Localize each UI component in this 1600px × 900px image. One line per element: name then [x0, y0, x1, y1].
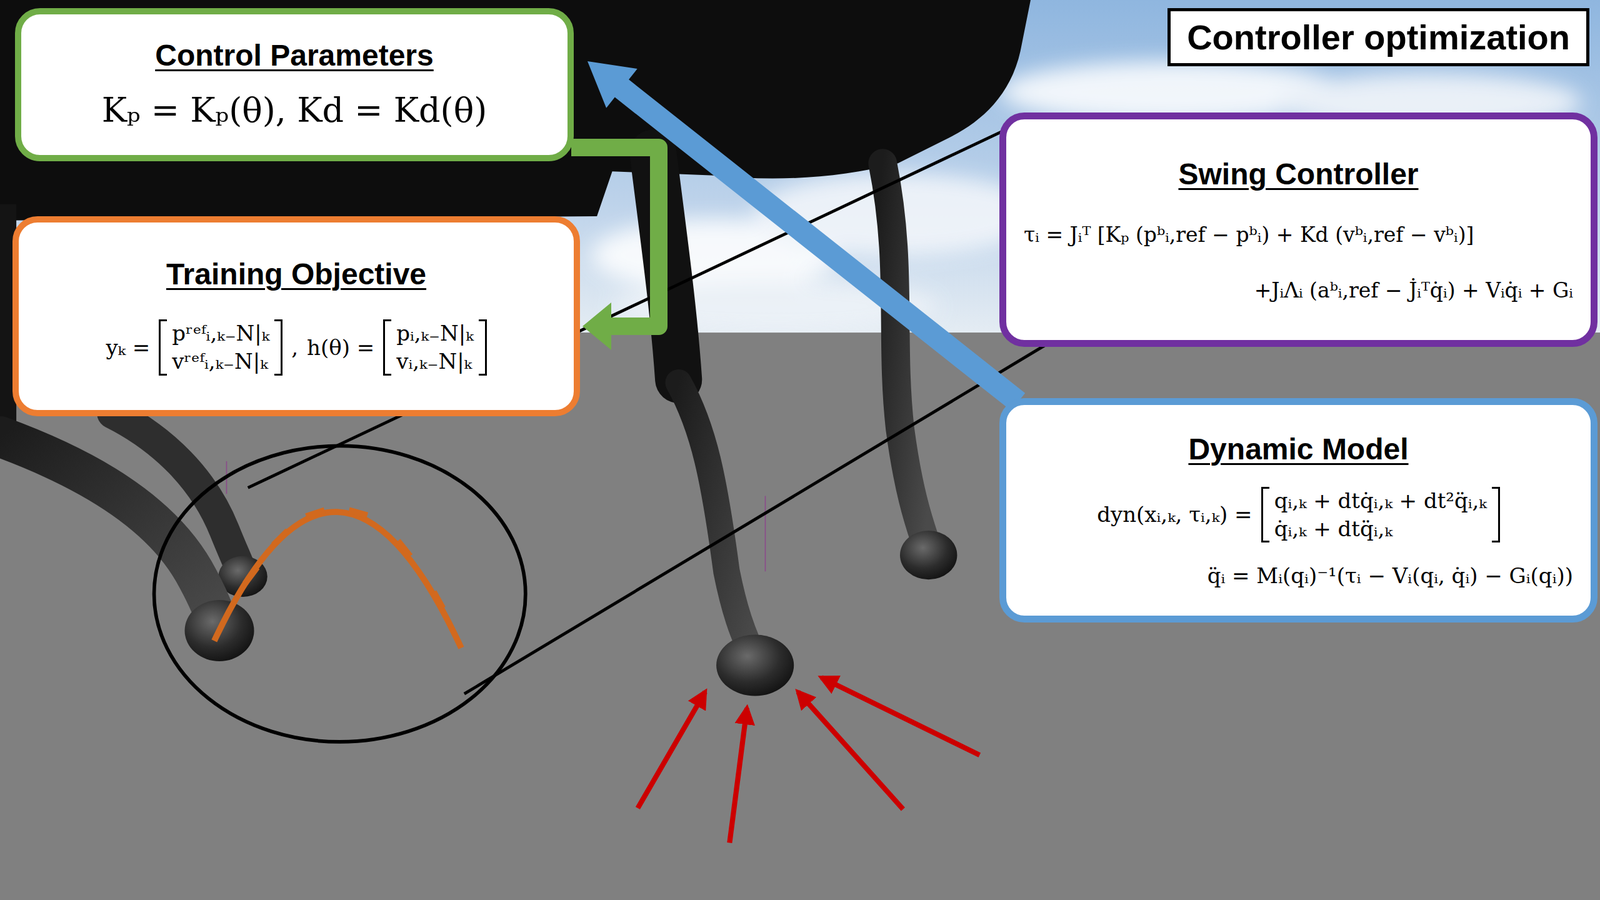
- text-row: q̈ᵢ = Mᵢ(qᵢ)⁻¹(τᵢ − Vᵢ(qᵢ, q̇ᵢ) − Gᵢ(qᵢ)…: [1207, 563, 1574, 589]
- text-row: yₖ = pʳᵉᶠᵢ,ₖ₋N|ₖvʳᵉᶠᵢ,ₖ₋N|ₖ, h(θ) = pᵢ,ₖ₋N|…: [105, 319, 487, 376]
- matrix-column: pʳᵉᶠᵢ,ₖ₋N|ₖvʳᵉᶠᵢ,ₖ₋N|ₖ: [166, 319, 275, 376]
- trajectory-step: [348, 510, 367, 515]
- trajectory-step: [433, 591, 444, 609]
- formula-text: dyn(xᵢ,ₖ, τᵢ,ₖ) =: [1096, 501, 1252, 528]
- formula-text: h(θ) =: [306, 335, 375, 361]
- connector-shaft: [571, 147, 659, 327]
- title-box: Controller optimization: [1167, 8, 1590, 67]
- trajectory-step: [306, 510, 325, 517]
- formula-text: τᵢ = Jᵢᵀ [Kₚ (pᵇᵢ,ref − pᵇᵢ) + Kd (vᵇᵢ,r…: [1023, 222, 1474, 248]
- text-row: τᵢ = Jᵢᵀ [Kₚ (pᵇᵢ,ref − pᵇᵢ) + Kd (vᵇᵢ,r…: [1023, 222, 1474, 248]
- matrix-bracket: [478, 319, 487, 376]
- text-row: dyn(xᵢ,ₖ, τᵢ,ₖ) = qᵢ,ₖ + dtq̇ᵢ,ₖ + dt²q̈ᵢ…: [1096, 486, 1500, 544]
- matrix-bracket: [1491, 486, 1500, 544]
- process-box: Swing Controller τᵢ = Jᵢᵀ [Kₚ (pᵇᵢ,ref − …: [999, 112, 1598, 347]
- formula-text: pʳᵉᶠᵢ,ₖ₋N|ₖ: [171, 320, 270, 347]
- formula-text: vᵢ,ₖ₋N|ₖ: [396, 348, 474, 375]
- block-arrow: [587, 61, 1025, 411]
- box-heading: Training Objective: [166, 256, 427, 292]
- formula-text: yₖ =: [105, 335, 150, 361]
- matrix-bracket: [274, 319, 283, 376]
- arrowhead: [582, 302, 612, 350]
- matrix-column: pᵢ,ₖ₋N|ₖvᵢ,ₖ₋N|ₖ: [391, 319, 479, 376]
- process-box: Training Objective yₖ = pʳᵉᶠᵢ,ₖ₋N|ₖvʳᵉᶠᵢ,ₖ…: [12, 216, 580, 417]
- matrix-bracket: [1261, 486, 1270, 544]
- robot-shin: [678, 382, 752, 651]
- process-box: Control Parameters Kₚ = Kₚ(θ), Kd = Kd(θ): [15, 8, 574, 162]
- matrix: pᵢ,ₖ₋N|ₖvᵢ,ₖ₋N|ₖ: [383, 319, 487, 376]
- formula-text: +JᵢΛᵢ (aᵇᵢ,ref − J̇ᵢᵀq̇ᵢ) + Vᵢq̇ᵢ + Gᵢ: [1254, 278, 1574, 304]
- connector-arrow: [587, 61, 1025, 411]
- matrix: qᵢ,ₖ + dtq̇ᵢ,ₖ + dt²q̈ᵢ,ₖq̇ᵢ,ₖ + dtq̈ᵢ,ₖ: [1261, 486, 1500, 544]
- matrix-bracket: [158, 319, 167, 376]
- formula-text: q̈ᵢ = Mᵢ(qᵢ)⁻¹(τᵢ − Vᵢ(qᵢ, q̇ᵢ) − Gᵢ(qᵢ)…: [1207, 563, 1574, 589]
- trajectory-step: [273, 530, 289, 545]
- formula-text: ,: [291, 335, 299, 361]
- formula-text: Kₚ = Kₚ(θ), Kd = Kd(θ): [101, 90, 487, 132]
- debug-line: [765, 495, 767, 572]
- sky: [0, 0, 1600, 333]
- formula-text: qᵢ,ₖ + dtq̇ᵢ,ₖ + dt²q̈ᵢ,ₖ: [1274, 488, 1487, 514]
- matrix-column: qᵢ,ₖ + dtq̇ᵢ,ₖ + dt²q̈ᵢ,ₖq̇ᵢ,ₖ + dtq̈ᵢ,ₖ: [1269, 486, 1492, 544]
- trajectory-step: [398, 540, 411, 556]
- contact-force-arrows: [637, 677, 980, 843]
- matrix-bracket: [383, 319, 392, 376]
- robot-foot: [716, 635, 794, 697]
- matrix: pʳᵉᶠᵢ,ₖ₋N|ₖvʳᵉᶠᵢ,ₖ₋N|ₖ: [158, 319, 283, 376]
- text-row: Kₚ = Kₚ(θ), Kd = Kd(θ): [101, 90, 487, 132]
- text-row: Dynamic Model: [1188, 431, 1409, 467]
- robot-shin: [0, 436, 217, 621]
- force-arrow: [729, 708, 747, 844]
- box-heading: Swing Controller: [1178, 156, 1419, 192]
- formula-text: q̇ᵢ,ₖ + dtq̈ᵢ,ₖ: [1274, 516, 1487, 542]
- ground: [0, 332, 1600, 900]
- box-heading: Control Parameters: [155, 38, 434, 73]
- text-row: Training Objective: [166, 256, 427, 292]
- formula-text: vʳᵉᶠᵢ,ₖ₋N|ₖ: [171, 348, 270, 375]
- trajectory-step: [245, 567, 258, 584]
- swing-trajectory: [214, 511, 462, 649]
- diagram-title: Controller optimization: [1186, 17, 1570, 57]
- process-box: Dynamic Model dyn(xᵢ,ₖ, τᵢ,ₖ) = qᵢ,ₖ + dtq…: [999, 398, 1598, 623]
- box-heading: Dynamic Model: [1188, 431, 1409, 467]
- text-row: Swing Controller: [1178, 156, 1419, 192]
- robot-foot: [900, 530, 957, 580]
- connector-arrow: [571, 147, 659, 350]
- force-arrow: [821, 677, 980, 755]
- zoom-ellipse: [154, 445, 526, 742]
- formula-text: pᵢ,ₖ₋N|ₖ: [396, 320, 474, 347]
- text-row: Control Parameters: [155, 38, 434, 73]
- trajectory-steps: [245, 510, 444, 609]
- text-row: +JᵢΛᵢ (aᵇᵢ,ref − J̇ᵢᵀq̇ᵢ) + Vᵢq̇ᵢ + Gᵢ: [1254, 278, 1574, 304]
- force-arrow: [637, 691, 705, 809]
- robot-shin: [882, 163, 925, 539]
